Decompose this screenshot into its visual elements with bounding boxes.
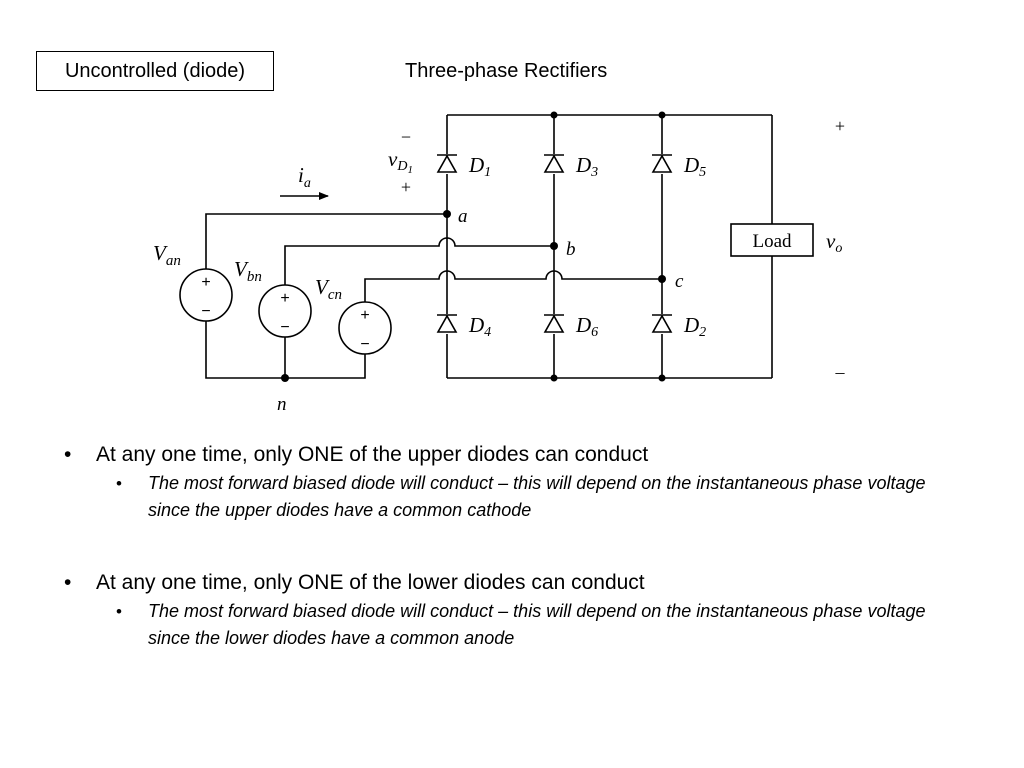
- diode-d5-symbol: [651, 154, 673, 174]
- phase-b-wire: [284, 237, 554, 285]
- node-b-dot: [550, 242, 558, 250]
- vcn-label: Vcn: [315, 275, 342, 303]
- node-c-dot: [658, 275, 666, 283]
- bullet-2-sub-text: The most forward biased diode will condu…: [148, 601, 926, 648]
- neutral-dot: [281, 374, 289, 382]
- diode-d4-symbol: [436, 314, 458, 334]
- source-vcn: [338, 301, 392, 355]
- d5-label: D5: [683, 153, 706, 180]
- vbn-minus: −: [280, 319, 289, 336]
- slide-title: Three-phase Rectifiers: [405, 60, 608, 82]
- node-a-dot: [443, 210, 451, 218]
- node-c-label: c: [675, 271, 684, 292]
- vd1-label: vD1: [388, 147, 413, 176]
- vo-plus: +: [835, 116, 845, 136]
- node-a-label: a: [458, 206, 468, 227]
- d6-label: D6: [575, 313, 598, 340]
- diode-d6-symbol: [543, 314, 565, 334]
- van-minus: −: [201, 303, 210, 320]
- bullet-1-sub-text: The most forward biased diode will condu…: [148, 473, 926, 520]
- vbn-label: Vbn: [234, 257, 262, 285]
- neutral-label: n: [277, 394, 287, 415]
- bottom-junction-c: [658, 374, 666, 382]
- vd1-minus: −: [401, 127, 411, 147]
- vcn-plus: +: [360, 307, 369, 324]
- phase-c-wire: [364, 270, 662, 302]
- diode-d2-symbol: [651, 314, 673, 334]
- diode-d1-symbol: [436, 154, 458, 174]
- vcn-minus: −: [360, 336, 369, 353]
- vo-label: vo: [826, 229, 842, 256]
- top-junction-b: [550, 111, 558, 119]
- node-b-label: b: [566, 239, 576, 260]
- van-label: Van: [153, 241, 181, 269]
- bullet-2-text: At any one time, only ONE of the lower d…: [96, 571, 645, 594]
- d4-label: D4: [468, 313, 491, 340]
- vd1-plus: +: [401, 177, 411, 197]
- rectifier-circuit-diagram: + − + − + − ia vD1 Van Vbn Vcn n a b c D…: [153, 111, 846, 415]
- load-box: [730, 223, 814, 257]
- sub-bullet-marker: •: [116, 474, 122, 493]
- van-plus: +: [201, 274, 210, 291]
- phase-a-wire: [205, 213, 447, 269]
- diode-d3-symbol: [543, 154, 565, 174]
- source-vbn: [258, 284, 312, 338]
- current-label: ia: [298, 163, 311, 191]
- bullet-marker: •: [64, 443, 72, 466]
- d3-label: D3: [575, 153, 598, 180]
- vo-minus: –: [835, 362, 846, 382]
- d1-label: D1: [468, 153, 491, 180]
- source-van: [179, 268, 233, 322]
- top-junction-c: [658, 111, 666, 119]
- section-tag: Uncontrolled (diode): [36, 51, 274, 91]
- bullet-1-text: At any one time, only ONE of the upper d…: [96, 443, 649, 466]
- bullet-marker: •: [64, 571, 72, 594]
- vbn-plus: +: [280, 290, 289, 307]
- load-label: Load: [752, 231, 792, 252]
- bottom-junction-b: [550, 374, 558, 382]
- d2-label: D2: [683, 313, 706, 340]
- sub-bullet-marker: •: [116, 602, 122, 621]
